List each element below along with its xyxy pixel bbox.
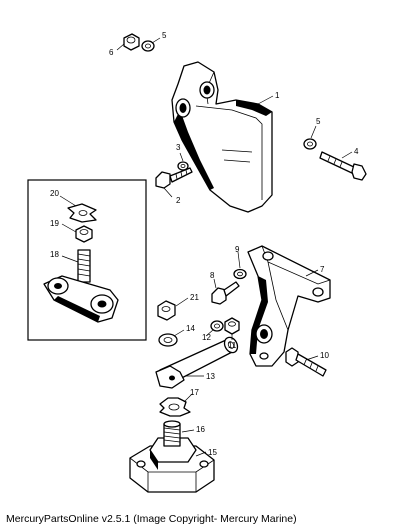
callout-13: 13: [206, 372, 215, 381]
part-2-bolt[interactable]: [155, 167, 193, 189]
part-5-lock-washer-top[interactable]: [141, 40, 155, 52]
part-9-washer[interactable]: [233, 268, 247, 280]
part-18-link-assembly[interactable]: [43, 249, 119, 323]
part-7-lower-bracket[interactable]: [247, 245, 331, 367]
callout-12: 12: [202, 333, 211, 342]
part-13-tube[interactable]: [155, 335, 240, 389]
callout-10: 10: [320, 351, 329, 360]
callout-18: 18: [50, 250, 59, 259]
callout-4: 4: [354, 147, 359, 156]
part-3-washer[interactable]: [177, 161, 189, 171]
inset-box: [27, 179, 147, 341]
part-17-tab-washer[interactable]: [159, 397, 191, 417]
callout-11: 11: [228, 341, 237, 350]
callout-labels: 1 2 3 4 5 5 6 7 8 9 10 11 12 13 14 15 16…: [50, 31, 359, 457]
callout-6: 6: [109, 48, 114, 57]
callout-19: 19: [50, 219, 59, 228]
callout-17: 17: [190, 388, 199, 397]
part-6-nut[interactable]: [123, 33, 140, 51]
callout-21: 21: [190, 293, 199, 302]
leader-lines: [59, 37, 353, 457]
callout-14: 14: [186, 324, 195, 333]
part-12-lock-washer[interactable]: [210, 320, 224, 332]
part-20-tab-nut[interactable]: [67, 203, 97, 223]
callout-2: 2: [176, 196, 181, 205]
part-14-washer[interactable]: [158, 333, 178, 347]
part-4-long-bolt[interactable]: [319, 151, 367, 181]
callout-7: 7: [320, 265, 325, 274]
part-21-nut[interactable]: [157, 300, 176, 321]
callout-5-right: 5: [316, 117, 321, 126]
part-19-nut[interactable]: [75, 225, 93, 243]
callout-9: 9: [235, 245, 240, 254]
callout-8: 8: [210, 271, 215, 280]
part-1-upper-bracket[interactable]: [171, 61, 273, 213]
callout-20: 20: [50, 189, 59, 198]
image-caption: MercuryPartsOnline v2.5.1 (Image Copyrig…: [6, 513, 297, 525]
part-10-long-bolt[interactable]: [285, 347, 327, 377]
part-15-engine-mount[interactable]: [129, 437, 215, 493]
part-8-bolt[interactable]: [211, 281, 240, 305]
callout-16: 16: [196, 425, 205, 434]
callout-15: 15: [208, 448, 217, 457]
callout-5-top: 5: [162, 31, 167, 40]
callout-1: 1: [275, 91, 280, 100]
part-11-nut[interactable]: [224, 317, 240, 335]
part-16-stud[interactable]: [163, 420, 181, 447]
part-5-lock-washer-right[interactable]: [303, 138, 317, 150]
callout-3: 3: [176, 143, 181, 152]
